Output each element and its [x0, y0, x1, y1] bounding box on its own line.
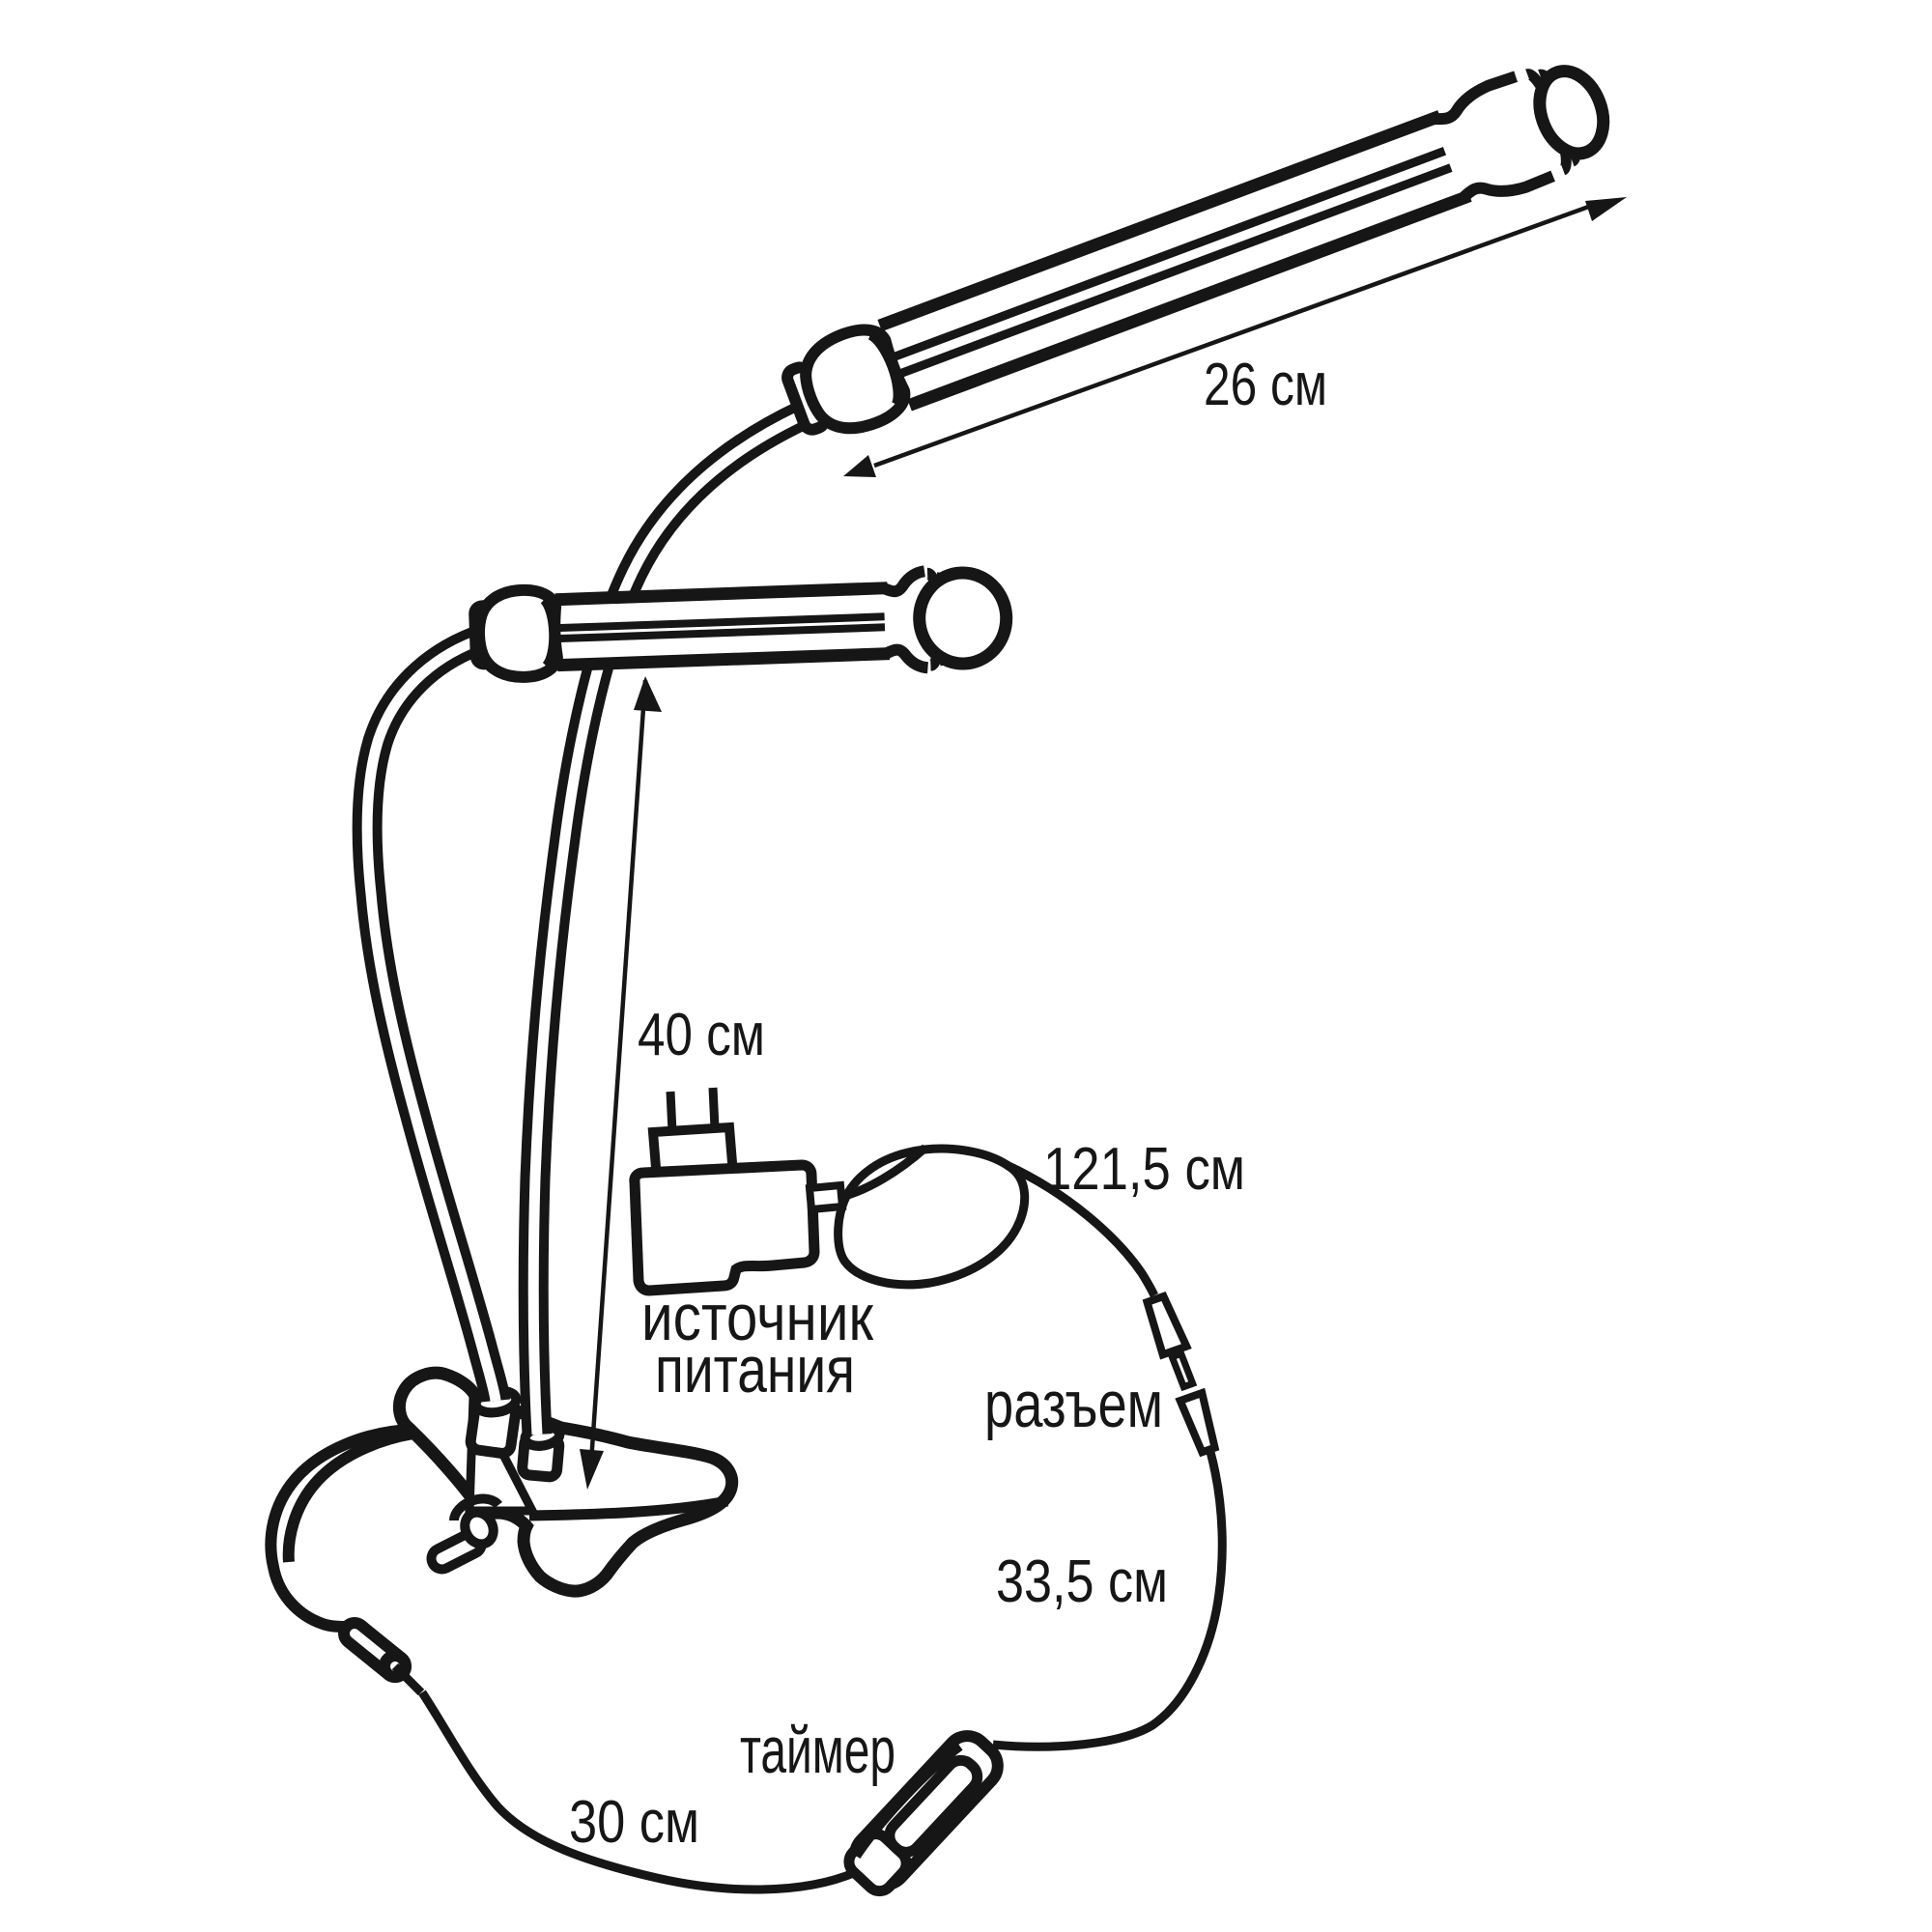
svg-text:таймер: таймер: [740, 1714, 895, 1787]
svg-text:40 см: 40 см: [638, 1002, 765, 1068]
svg-text:121,5 см: 121,5 см: [1043, 1136, 1245, 1203]
svg-text:питания: питания: [655, 1333, 855, 1406]
svg-text:26 см: 26 см: [1204, 352, 1327, 418]
svg-text:30 см: 30 см: [569, 1789, 699, 1856]
svg-text:33,5 см: 33,5 см: [996, 1548, 1168, 1615]
svg-text:источник: источник: [641, 1281, 874, 1354]
svg-text:разъем: разъем: [984, 1368, 1163, 1441]
